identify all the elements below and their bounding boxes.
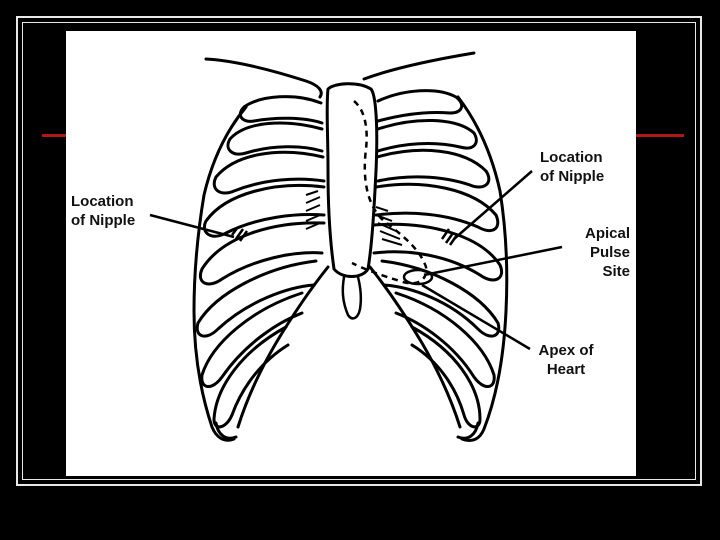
left-rib-7 <box>202 293 302 387</box>
right-rib-3 <box>377 150 489 187</box>
left-clavicle <box>206 59 321 97</box>
label-nipple-left: Location of Nipple <box>71 192 135 230</box>
label-nipple-left-line-2: of Nipple <box>71 211 135 230</box>
label-apex-line-1: Apex of <box>534 341 598 360</box>
label-nipple-right-line-1: Location <box>540 148 604 167</box>
rib-cage-drawing <box>66 31 636 476</box>
right-rib-1 <box>378 91 462 121</box>
right-clavicle <box>364 53 474 79</box>
label-nipple-right-line-2: of Nipple <box>540 167 604 186</box>
label-apical-line-2: Pulse <box>566 243 630 262</box>
label-apex-line-2: Heart <box>534 360 598 379</box>
pointer-nipple-left <box>150 215 234 237</box>
label-apex-of-heart: Apex of Heart <box>534 341 598 379</box>
right-rib-2 <box>378 120 476 151</box>
label-nipple-right: Location of Nipple <box>540 148 604 186</box>
label-apical-pulse-site: Apical Pulse Site <box>566 224 630 281</box>
sternum <box>327 84 377 277</box>
rib-cage-diagram: Location of Nipple Location of Nipple Ap… <box>66 31 636 476</box>
right-rib-7 <box>396 293 494 387</box>
heart-outline <box>352 101 426 283</box>
left-rib-6 <box>197 261 316 336</box>
label-nipple-left-line-1: Location <box>71 192 135 211</box>
label-apical-line-3: Site <box>566 262 630 281</box>
label-apical-line-1: Apical <box>566 224 630 243</box>
left-rib-2 <box>228 123 322 154</box>
pointer-apical-pulse <box>424 247 562 275</box>
left-rib-1 <box>240 97 322 123</box>
xiphoid-process <box>343 277 361 318</box>
title-accent-line-right <box>634 134 684 137</box>
